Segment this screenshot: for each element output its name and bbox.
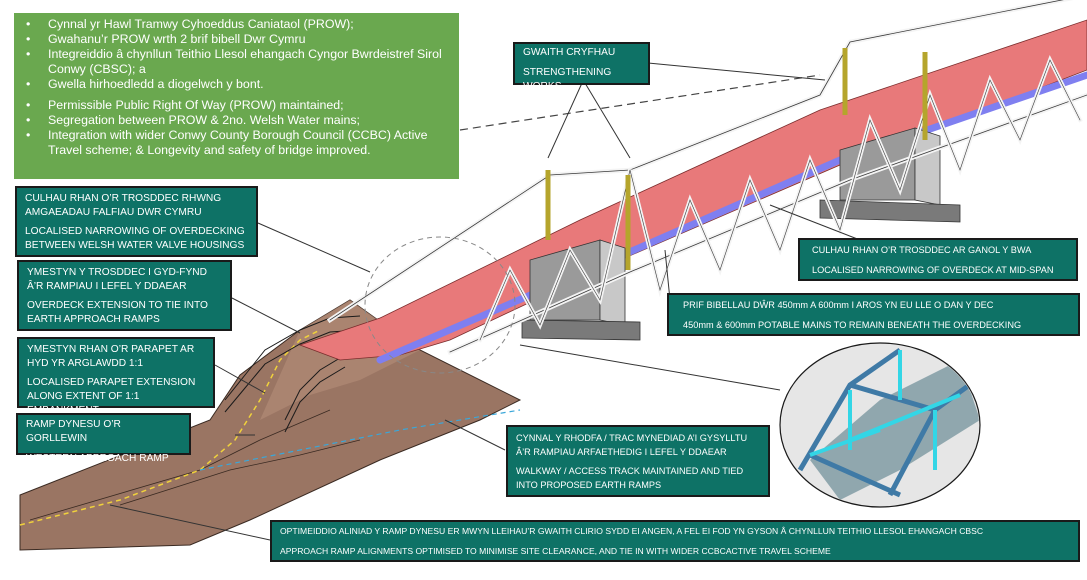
- callout-welsh: PRIF BIBELLAU DŴR 450mm A 600mm I AROS Y…: [683, 300, 994, 310]
- callout-english: LOCALISED NARROWING OF OVERDECK AT MID-S…: [812, 265, 1054, 275]
- callout-valve-narrowing: CULHAU RHAN O’R TROSDDEC RHWNG AMGAEADAU…: [15, 186, 258, 257]
- english-objectives-list: Permissible Public Right Of Way (PROW) m…: [24, 98, 451, 158]
- callout-parapet-extension: YMESTYN RHAN O’R PARAPET AR HYD YR ARGLA…: [17, 337, 215, 416]
- callout-welsh: CYNNAL Y RHODFA / TRAC MYNEDIAD A’I GYSY…: [516, 433, 748, 457]
- objective-item: Gwahanu’r PROW wrth 2 brif bibell Dwr Cy…: [24, 32, 451, 47]
- strengthening-members: [545, 48, 928, 270]
- objective-item: Integration with wider Conwy County Boro…: [24, 128, 451, 158]
- callout-western-ramp: RAMP DYNESU O’R GORLLEWIN WESTERN APPROA…: [16, 413, 191, 464]
- callout-english: LOCALISED PARAPET EXTENSION ALONG EXTENT…: [27, 377, 196, 416]
- bridge-truss: [326, 0, 1087, 355]
- callout-english: OVERDECK EXTENSION TO TIE INTO EARTH APP…: [27, 300, 208, 325]
- objective-item: Gwella hirhoedledd a diogelwch y bont.: [24, 77, 451, 92]
- callout-water-mains: PRIF BIBELLAU DŴR 450mm A 600mm I AROS Y…: [667, 293, 1080, 336]
- callout-english: APPROACH RAMP ALIGNMENTS OPTIMISED TO MI…: [280, 546, 831, 556]
- alignment-line-yellow: [19, 329, 321, 526]
- callout-overdeck-extension: YMESTYN Y TROSDDEC I GYD-FYND Â’R RAMPIA…: [17, 260, 232, 331]
- callout-welsh: CULHAU RHAN O’R TROSDDEC AR GANOL Y BWA: [812, 245, 1032, 255]
- objective-item: Integreiddio â chynllun Teithio Llesol e…: [24, 47, 451, 77]
- objective-item: Segregation between PROW & 2no. Welsh Wa…: [24, 113, 451, 128]
- focus-circle: [364, 236, 516, 374]
- callout-english: STRENGTHENING WORKS: [523, 67, 612, 92]
- objectives-panel: Cynnal yr Hawl Tramwy Cyhoeddus Caniatao…: [14, 13, 459, 179]
- callout-english: WALKWAY / ACCESS TRACK MAINTAINED AND TI…: [516, 466, 744, 490]
- callout-english: 450mm & 600mm POTABLE MAINS TO REMAIN BE…: [683, 320, 1022, 330]
- alignment-line-blue: [199, 409, 521, 471]
- callout-welsh: GWAITH CRYFHAU: [523, 47, 616, 58]
- callout-welsh: YMESTYN RHAN O’R PARAPET AR HYD YR ARGLA…: [27, 344, 195, 369]
- callout-midspan-narrowing: CULHAU RHAN O’R TROSDDEC AR GANOL Y BWA …: [798, 238, 1078, 281]
- objective-item: Cynnal yr Hawl Tramwy Cyhoeddus Caniatao…: [24, 17, 451, 32]
- callout-welsh: CULHAU RHAN O’R TROSDDEC RHWNG AMGAEADAU…: [25, 193, 222, 218]
- callout-ramp-alignment: OPTIMEIDDIO ALINIAD Y RAMP DYNESU ER MWY…: [270, 520, 1080, 562]
- callout-english: WESTERN APPROACH RAMP: [26, 453, 169, 464]
- bridge-piers: [521, 127, 961, 341]
- leader-lines: [109, 62, 861, 541]
- callout-strengthening-works: GWAITH CRYFHAU STRENGTHENING WORKS: [513, 42, 650, 92]
- callout-welsh: OPTIMEIDDIO ALINIAD Y RAMP DYNESU ER MWY…: [280, 526, 984, 536]
- callout-welsh: RAMP DYNESU O’R GORLLEWIN: [26, 419, 121, 444]
- objective-item: Permissible Public Right Of Way (PROW) m…: [24, 98, 451, 113]
- truss-detail-inset: [779, 342, 981, 508]
- section-dashed-line: [459, 74, 821, 131]
- callout-walkway: CYNNAL Y RHODFA / TRAC MYNEDIAD A’I GYSY…: [506, 425, 770, 497]
- callout-welsh: YMESTYN Y TROSDDEC I GYD-FYND Â’R RAMPIA…: [27, 267, 208, 292]
- callout-english: LOCALISED NARROWING OF OVERDECKING BETWE…: [25, 226, 245, 251]
- welsh-objectives-list: Cynnal yr Hawl Tramwy Cyhoeddus Caniatao…: [24, 17, 451, 92]
